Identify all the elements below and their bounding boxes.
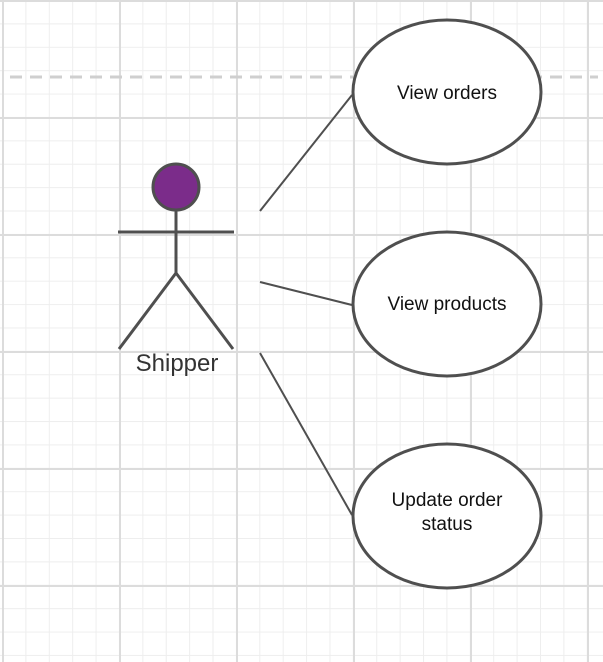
use-case-label-line-1: Update order <box>392 490 504 511</box>
use-case-ellipse <box>351 230 543 378</box>
use-case-label: View products <box>388 294 507 315</box>
use-case-label: View orders <box>397 83 497 104</box>
actor-head <box>151 162 201 212</box>
actor-right-leg <box>174 272 235 350</box>
use-case-view-products[interactable]: View products <box>351 230 543 378</box>
actor-label: Shipper <box>136 350 219 377</box>
use-case-label-line-2: status <box>422 514 473 535</box>
actor-left-leg <box>117 272 178 350</box>
use-case-update-order-status[interactable]: Update order status <box>351 442 543 590</box>
association-line-view-orders[interactable] <box>259 94 353 212</box>
use-case-view-orders[interactable]: View orders <box>351 18 543 166</box>
association-line-update-order-status[interactable] <box>259 352 353 516</box>
association-line-view-products[interactable] <box>259 281 353 306</box>
use-case-ellipse <box>351 442 543 590</box>
use-case-ellipse <box>351 18 543 166</box>
actor-shipper[interactable]: Shipper <box>117 162 235 377</box>
